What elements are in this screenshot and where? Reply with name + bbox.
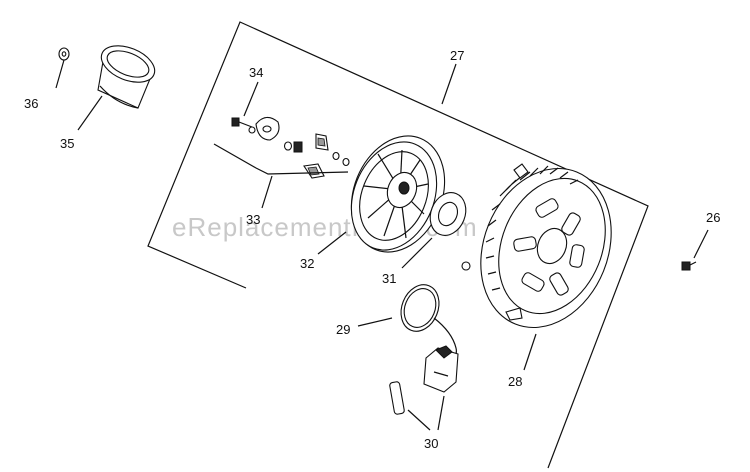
cup-35[interactable] (96, 39, 160, 109)
washer-36[interactable] (58, 47, 70, 61)
pawl-upper (315, 133, 329, 151)
leader-lines (55, 59, 709, 431)
callouts: 36 35 34 33 32 31 27 26 29 28 30 (24, 48, 720, 451)
callout-30: 30 (424, 436, 438, 451)
callout-29: 29 (336, 322, 350, 337)
callout-26: 26 (706, 210, 720, 225)
pawl-spring (283, 141, 303, 153)
handle-insert (389, 381, 405, 415)
callout-32: 32 (300, 256, 314, 271)
pulley-32[interactable] (335, 122, 462, 266)
screw-34[interactable] (231, 117, 253, 128)
retainer-plate (255, 116, 280, 141)
ring-31[interactable] (424, 187, 472, 241)
pawl-lower (303, 163, 325, 179)
screw-26[interactable] (681, 261, 697, 271)
callout-36: 36 (24, 96, 38, 111)
assembly-boundary (147, 21, 649, 469)
callout-34: 34 (249, 65, 263, 80)
callout-31: 31 (382, 271, 396, 286)
handle (423, 345, 459, 393)
housing-28[interactable] (458, 149, 634, 348)
rope-29[interactable] (394, 279, 457, 361)
housing-vents (485, 165, 579, 291)
hardware-group-33[interactable] (231, 116, 350, 179)
callout-35: 35 (60, 136, 74, 151)
callout-33: 33 (246, 212, 260, 227)
housing-window-slots (513, 198, 585, 296)
callout-27: 27 (450, 48, 464, 63)
handle-30[interactable] (389, 345, 459, 415)
callout-28: 28 (508, 374, 522, 389)
